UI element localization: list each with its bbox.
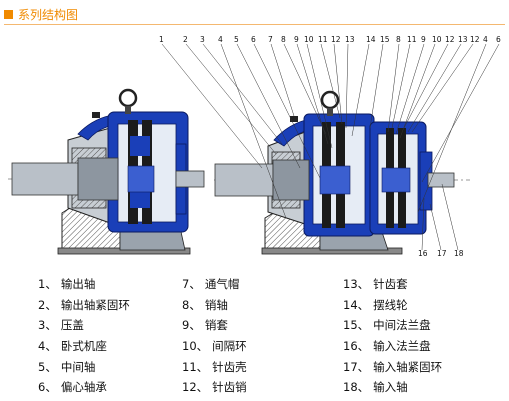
double-stage-reducer	[214, 90, 470, 255]
callout-number: 4	[483, 35, 488, 44]
legend-item: 17、输入轴紧固环	[343, 359, 443, 374]
callout-number: 2	[183, 35, 188, 44]
legend-item: 7、通气帽	[182, 277, 240, 291]
legend-column-1: 1、输出轴 2、输出轴紧固环 3、压盖 4、卧式机座 5、中间轴 6、偏心轴承	[38, 274, 130, 398]
callout-number: 10	[304, 35, 314, 44]
callout-number: 4	[218, 35, 223, 44]
header-divider	[4, 24, 505, 25]
callout-number: 6	[496, 35, 501, 44]
callout-number: 17	[437, 249, 447, 258]
callout-number: 11	[318, 35, 328, 44]
orange-square-icon	[4, 9, 13, 19]
callout-number: 10	[432, 35, 442, 44]
legend-item: 13、针齿套	[343, 277, 408, 291]
single-stage-reducer	[8, 88, 205, 255]
callout-number: 9	[421, 35, 426, 44]
parts-legend: 1、输出轴 2、输出轴紧固环 3、压盖 4、卧式机座 5、中间轴 6、偏心轴承 …	[0, 274, 509, 399]
callout-number: 5	[234, 35, 239, 44]
section-header: 系列结构图	[4, 4, 78, 24]
legend-item: 10、间隔环	[182, 339, 247, 354]
callout-number: 8	[396, 35, 401, 44]
callout-number: 16	[418, 249, 428, 258]
legend-item: 4、卧式机座	[38, 339, 107, 354]
callout-number: 12	[470, 35, 480, 44]
legend-item: 15、中间法兰盘	[343, 318, 431, 333]
legend-item: 1、输出轴	[38, 277, 96, 291]
callout-number: 8	[281, 35, 286, 44]
callout-number: 3	[200, 35, 205, 44]
reducer-structure-diagram: 1 2 3 4 5 6 7 8 9 10 11 12 13 14 15 8 11…	[8, 35, 501, 258]
callout-number: 1	[159, 35, 164, 44]
legend-column-3: 13、针齿套 14、摆线轮 15、中间法兰盘 16、输入法兰盘 17、输入轴紧固…	[343, 274, 442, 398]
legend-item: 3、压盖	[38, 318, 84, 333]
callout-number: 15	[380, 35, 390, 44]
legend-item: 14、摆线轮	[343, 297, 408, 312]
legend-item: 8、销轴	[182, 297, 228, 312]
callout-number: 13	[458, 35, 468, 44]
callout-number: 12	[331, 35, 341, 44]
legend-item: 6、偏心轴承	[38, 380, 107, 395]
part-number-labels: 1 2 3 4 5 6 7 8 9 10 11 12 13 14 15 8 11…	[159, 35, 501, 258]
legend-item: 5、中间轴	[38, 359, 96, 374]
callout-number: 11	[407, 35, 417, 44]
legend-item: 16、输入法兰盘	[343, 339, 431, 354]
callout-number: 7	[268, 35, 273, 44]
callout-number: 18	[454, 249, 464, 258]
legend-item: 12、针齿销	[182, 380, 247, 395]
legend-item: 2、输出轴紧固环	[38, 297, 130, 312]
leader-lines	[161, 43, 500, 251]
callout-number: 6	[251, 35, 256, 44]
legend-item: 18、输入轴	[343, 380, 408, 395]
section-title: 系列结构图	[18, 7, 79, 22]
legend-item: 9、销套	[182, 318, 228, 333]
legend-item: 11、针齿壳	[182, 359, 247, 374]
legend-column-2: 7、通气帽 8、销轴 9、销套 10、间隔环 11、针齿壳 12、针齿销	[182, 274, 247, 398]
callout-number: 12	[445, 35, 455, 44]
callout-number: 13	[345, 35, 355, 44]
callout-number: 9	[294, 35, 299, 44]
callout-number: 14	[366, 35, 376, 44]
